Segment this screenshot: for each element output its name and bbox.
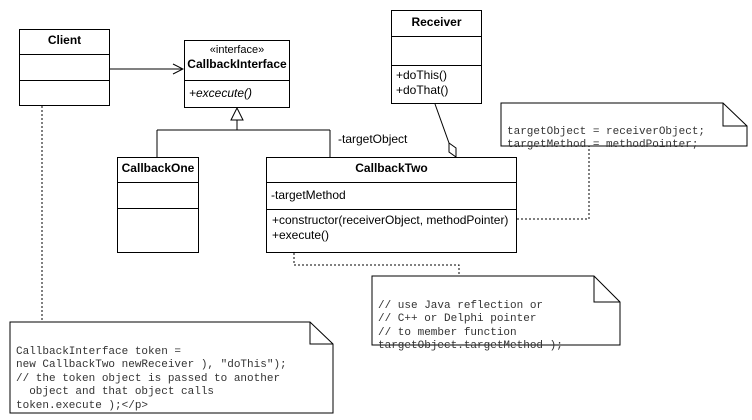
callback-interface-operation: +excecute() — [189, 86, 253, 100]
callback-one-operations — [118, 209, 198, 252]
callback-two-operations: +constructor(receiverObject, methodPoint… — [267, 210, 516, 245]
receiver-note-fold — [722, 103, 747, 127]
callback-one-name: CallbackOne — [118, 158, 198, 183]
client-note-line: object and that object calls — [16, 386, 215, 398]
callback-two-op-constructor: +constructor(receiverObject, methodPoint… — [272, 213, 509, 227]
client-note-line: token.execute );</p> — [16, 399, 149, 412]
reflection-note-shape — [371, 275, 621, 346]
generalization-triangle — [230, 106, 244, 121]
callback-interface-header: «interface» CallbackInterface — [185, 41, 289, 81]
callback-interface-class: «interface» CallbackInterface +excecute(… — [184, 40, 290, 108]
association-label-targetobject: -targetObject — [338, 132, 408, 146]
client-note-line: new CallbackTwo newReceiver ), "doThis")… — [16, 359, 287, 371]
receiver-op-dothis: +doThis() — [396, 68, 448, 82]
receiver-note: targetObject = receiverObject;targetMeth… — [501, 107, 711, 158]
aggregation-to-receiver — [434, 103, 450, 144]
receiver-class-name: Receiver — [392, 11, 481, 37]
client-note: CallbackInterface token =new CallbackTwo… — [10, 326, 293, 419]
receiver-note-line: targetObject = receiverObject; — [507, 126, 706, 138]
reflection-note-line: // C++ or Delphi pointer — [378, 313, 537, 325]
receiver-class: Receiver +doThis() +doThat() — [391, 10, 482, 104]
interface-stereotype: «interface» — [209, 44, 265, 56]
client-operations — [20, 81, 109, 105]
reflection-note-line: // use Java reflection or — [378, 299, 544, 312]
client-class: Client — [19, 29, 110, 106]
callback-two-attributes: -targetMethod — [267, 183, 516, 210]
reflection-note-fold — [593, 276, 620, 303]
client-class-name: Client — [20, 30, 109, 55]
client-note-shape — [9, 321, 334, 414]
aggregation-diamond — [448, 142, 457, 158]
callback-two-op-execute: +execute() — [272, 228, 330, 242]
receiver-note-shape — [500, 102, 748, 147]
callback-interface-name: CallbackInterface — [187, 57, 287, 71]
reflection-note-connector — [293, 253, 460, 276]
client-note-fold — [309, 322, 333, 345]
receiver-op-dothat: +doThat() — [396, 83, 449, 97]
callback-one-class: CallbackOne — [117, 157, 199, 253]
receiver-attributes — [392, 37, 481, 66]
callback-two-class: CallbackTwo -targetMethod +constructor(r… — [266, 157, 517, 253]
client-note-line: // the token object is passed to another — [16, 372, 281, 385]
callback-two-name: CallbackTwo — [267, 158, 516, 183]
reflection-note: // use Java reflection or// C++ or Delph… — [372, 280, 569, 360]
receiver-note-line: targetMethod = methodPointer; — [507, 139, 699, 151]
receiver-note-connector — [517, 146, 590, 220]
reflection-note-line: targetObject.targetMethod ); — [378, 340, 563, 352]
client-note-line: CallbackInterface token = — [16, 345, 182, 358]
reflection-note-line: // to member function — [378, 326, 517, 339]
client-attributes — [20, 55, 109, 81]
receiver-operations: +doThis() +doThat() — [392, 66, 481, 100]
callback-two-attr-targetmethod: -targetMethod — [271, 188, 346, 202]
callback-one-attributes — [118, 183, 198, 209]
